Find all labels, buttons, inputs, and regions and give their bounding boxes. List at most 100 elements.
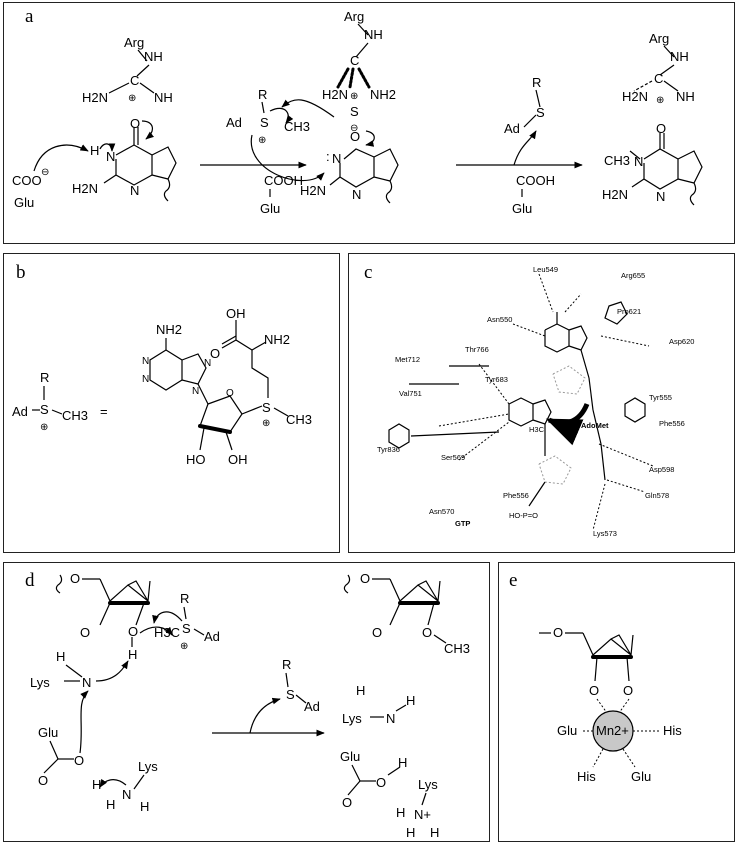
h2n-center-2: H2N (300, 183, 326, 198)
res-phe556a: Phe556 (659, 419, 685, 428)
o-glu-d2: O (74, 753, 84, 768)
h2n-right-2: H2N (602, 187, 628, 202)
res-phe556b: Phe556 (503, 491, 529, 500)
o6-right: O (656, 121, 666, 136)
res-pro621: Pro621 (617, 307, 641, 316)
n3-center: N (352, 187, 361, 202)
plus-charge: ⊕ (128, 93, 136, 104)
o2-left: O (128, 624, 138, 639)
h-lys-p1: H (356, 683, 365, 698)
res-ser569: Ser569 (441, 453, 465, 462)
nh-label-2: NH (154, 90, 173, 105)
s-d: S (182, 621, 191, 636)
res-asp598: Asp598 (649, 465, 674, 474)
coo-label: COO (12, 173, 42, 188)
h2n-center: H2N (322, 87, 348, 102)
n-lys-p1: N (386, 711, 395, 726)
h-left: H (128, 647, 137, 662)
cooh-label: COOH (264, 173, 303, 188)
res-val751: Val751 (399, 389, 422, 398)
label-gtp: GTP (455, 519, 470, 528)
h-p3: H (396, 805, 405, 820)
h-glu-d: H (92, 777, 101, 792)
n-adenine-1: N (142, 356, 149, 367)
panel-label-d: d (25, 570, 35, 591)
c-right: C (654, 71, 663, 86)
ad-label-2: Ad (504, 121, 520, 136)
res-asp620: Asp620 (669, 337, 694, 346)
res-asn570: Asn570 (429, 507, 454, 516)
minus-center: ⊖ (350, 123, 358, 134)
o-glu-p: O (342, 795, 352, 810)
n-adenine-9: N (192, 386, 199, 397)
n1-label: N (106, 149, 115, 164)
res-thr766: Thr766 (465, 345, 489, 354)
h-glu-p: H (398, 755, 407, 770)
res-arg655: Arg655 (621, 271, 645, 280)
ch3-right: CH3 (604, 153, 630, 168)
h-p5: H (430, 825, 439, 840)
s-d2: S (286, 687, 295, 702)
n3-label: N (130, 183, 139, 198)
plus-center: ⊕ (350, 91, 358, 102)
panel-label-c: c (364, 262, 373, 283)
res-tyr683: Tyr683 (485, 375, 508, 384)
o5-right: O (360, 571, 370, 586)
nh2-center: NH2 (370, 87, 396, 102)
ho-ribose: HO (186, 452, 206, 467)
ad-d: Ad (204, 629, 220, 644)
o2-e: O (623, 683, 633, 698)
lone-pair: : (326, 149, 330, 164)
lys-2: Lys (138, 759, 158, 774)
o2-right: O (422, 625, 432, 640)
glu-d: Glu (38, 725, 58, 740)
ad-label: Ad (226, 115, 242, 130)
glu-p: Glu (340, 749, 360, 764)
h-lys-3: H (140, 799, 149, 814)
res-tyr555: Tyr555 (649, 393, 672, 402)
adomet-structure-svg: R Ad S ⊕ CH3 = NH2 N N N N O HO OH S ⊕ C… (12, 306, 312, 467)
nh-right-2: NH (676, 89, 695, 104)
his-e-2: His (577, 769, 596, 784)
s-center: S (350, 104, 359, 119)
h-label: H (90, 143, 99, 158)
oh-carboxyl: OH (226, 306, 246, 321)
r-label-2: R (532, 75, 541, 90)
h2n-label: H2N (82, 90, 108, 105)
o-glu-d: O (38, 773, 48, 788)
o5-left: O (70, 571, 80, 586)
active-site-svg: Leu549 Arg655 Asn550 Pro621 Asp620 Met71… (377, 265, 694, 538)
panel-b: b R Ad S ⊕ CH3 = NH2 N N N N O HO OH S ⊕… (3, 253, 340, 553)
nh-label: NH (144, 49, 163, 64)
mn-label: Mn2+ (596, 723, 629, 738)
lys-p2: Lys (418, 777, 438, 792)
h2n-right: H2N (622, 89, 648, 104)
glu-label-2: Glu (260, 201, 280, 216)
glu-e-2: Glu (631, 769, 651, 784)
glu-e-1: Glu (557, 723, 577, 738)
ch3-right: CH3 (444, 641, 470, 656)
panel-label-e: e (509, 570, 518, 591)
res-met712: Met712 (395, 355, 420, 364)
res-asn550: Asn550 (487, 315, 512, 324)
r-d: R (180, 591, 189, 606)
glu-label: Glu (14, 195, 34, 210)
glu-label-3: Glu (512, 201, 532, 216)
n-lys-1: N (82, 675, 91, 690)
n-adenine-3: N (142, 374, 149, 385)
s-plus-b2: ⊕ (262, 418, 270, 429)
panel-a: a Arg NH C H2N NH ⊕ COO ⊖ Glu H N O (3, 2, 735, 244)
h-lys-p2: H (406, 693, 415, 708)
res-leu549: Leu549 (533, 265, 558, 274)
o-ribose: O (226, 388, 234, 399)
n-center: N (332, 151, 341, 166)
panel-c: c Leu549 Arg655 Asn550 Pro621 Asp620 Met… (348, 253, 735, 553)
s-plus-label: S (262, 400, 271, 415)
r-label: R (258, 87, 267, 102)
h-p4: H (406, 825, 415, 840)
s-plus-d: ⊕ (180, 641, 188, 652)
scheme-a-svg: Arg NH C H2N NH ⊕ COO ⊖ Glu H N O H2N N … (12, 9, 703, 216)
nplus-p: N+ (414, 807, 431, 822)
h-lys-1: H (56, 649, 65, 664)
h3c-d: H3C (154, 625, 180, 640)
